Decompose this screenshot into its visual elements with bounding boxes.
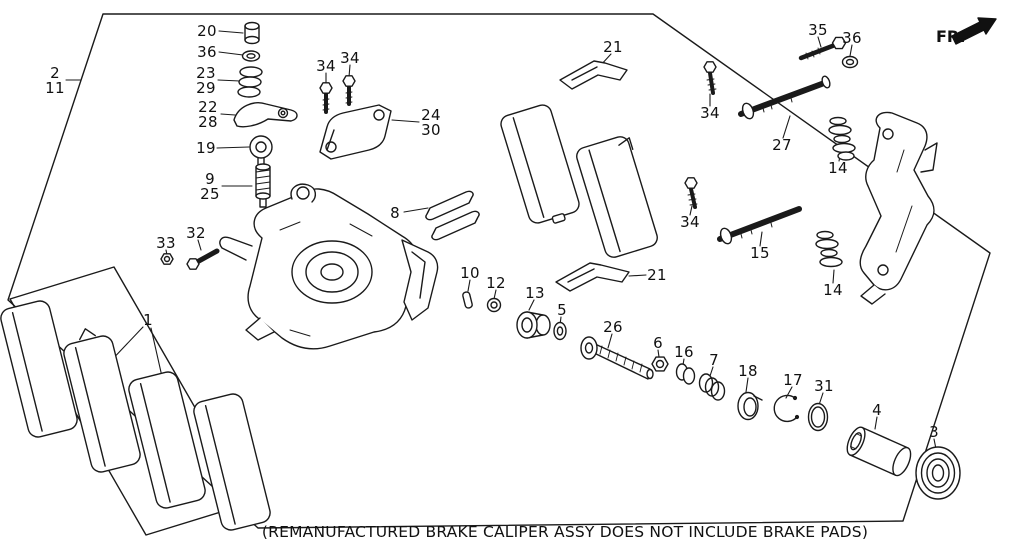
part-number-callout-30: 30 [421,121,441,139]
part-number-callout-8: 8 [390,204,400,222]
part-number-callout-34: 34 [680,213,700,231]
diagram-caption: (REMANUFACTURED BRAKE CALIPER ASSY DOES … [261,523,869,541]
part-number-callout-1: 1 [143,311,153,329]
part-19-nut [249,135,273,165]
part-number-callout-18: 18 [738,362,758,380]
part-17-circlip [773,394,800,423]
part-number-callout-28: 28 [198,113,218,131]
part-12-ring [486,297,502,313]
part-14-boot-lower [815,230,843,268]
part-number-callout-19: 19 [196,139,216,157]
part-number-callout-25: 25 [200,185,220,203]
part-number-callout-9: 9 [205,170,215,188]
part-3-boot [915,446,961,500]
part-26-adjusting-bolt [580,336,654,380]
part-number-callout-5: 5 [557,301,567,319]
part-31-oring [807,402,829,432]
part-number-callout-17: 17 [783,371,803,389]
part-5-washer [553,321,567,341]
part-number-callout-3: 3 [929,423,939,441]
part-number-callout-34: 34 [316,57,336,75]
part-number-callout-32: 32 [186,224,206,242]
fr-arrow-icon [951,17,997,45]
part-33-nut [160,253,174,265]
part-number-callout-31: 31 [814,377,834,395]
part-36-washer [241,50,261,62]
part-34-bolt-right-upper [703,61,717,95]
part-number-callout-36: 36 [197,43,217,61]
part-number-callout-6: 6 [653,334,663,352]
part-number-callout-2: 2 [50,64,60,82]
part-number-callout-24: 24 [421,106,441,124]
part-32-bolt [186,248,220,270]
part-number-callout-33: 33 [156,234,176,252]
part-number-callout-34: 34 [340,49,360,67]
brake-pad [500,104,658,258]
part-number-callout-4: 4 [872,401,882,419]
part-number-callout-11: 11 [45,79,65,97]
part-10-pin [462,291,473,309]
part-number-callout-29: 29 [196,79,216,97]
part-number-callout-14: 14 [823,281,843,299]
part-number-callout-21: 21 [603,38,623,56]
part-23-29-spring [237,66,263,98]
part-number-callout-15: 15 [750,244,770,262]
brake-pad-set [0,300,271,531]
fr-direction-label: FR. [936,27,966,46]
part-number-callout-34: 34 [700,104,720,122]
part-number-callout-27: 27 [772,136,792,154]
part-number-callout-20: 20 [197,22,217,40]
part-9-25-bolt [255,163,271,208]
part-number-callout-13: 13 [525,284,545,302]
caliper-bracket [859,111,938,305]
part-4-piston [846,426,912,477]
part-16-washers [675,363,696,385]
part-14-boot-upper [828,116,856,161]
part-8-clips [425,190,480,241]
part-number-callout-26: 26 [603,318,623,336]
part-34-bolt-right-lower [684,177,698,209]
part-number-callout-23: 23 [196,64,216,82]
part-21-retainer-lower [555,262,630,292]
part-20-cap [244,21,260,45]
part-34-bolt [319,75,356,114]
part-number-callout-14: 14 [828,159,848,177]
part-number-callout-22: 22 [198,98,218,116]
part-35-bolt [798,36,847,61]
part-number-callout-12: 12 [486,274,506,292]
part-24-30-bracket [319,104,392,160]
part-13-bearing [516,311,551,339]
part-15-slide-pin [717,206,802,245]
part-number-callout-16: 16 [674,343,694,361]
part-number-callout-36: 36 [842,29,862,47]
part-7-spring [698,373,726,401]
part-number-callout-35: 35 [808,21,828,39]
part-36-washer-right [841,55,859,69]
part-27-slide-pin [738,75,831,120]
part-number-callout-21: 21 [647,266,667,284]
part-number-callout-7: 7 [709,351,719,369]
part-18-cup [737,391,763,421]
part-22-28-lever [233,102,298,128]
caliper-body [219,183,439,350]
part-6-nut [651,356,669,372]
part-number-callout-10: 10 [460,264,480,282]
part-21-retainer [559,60,628,90]
